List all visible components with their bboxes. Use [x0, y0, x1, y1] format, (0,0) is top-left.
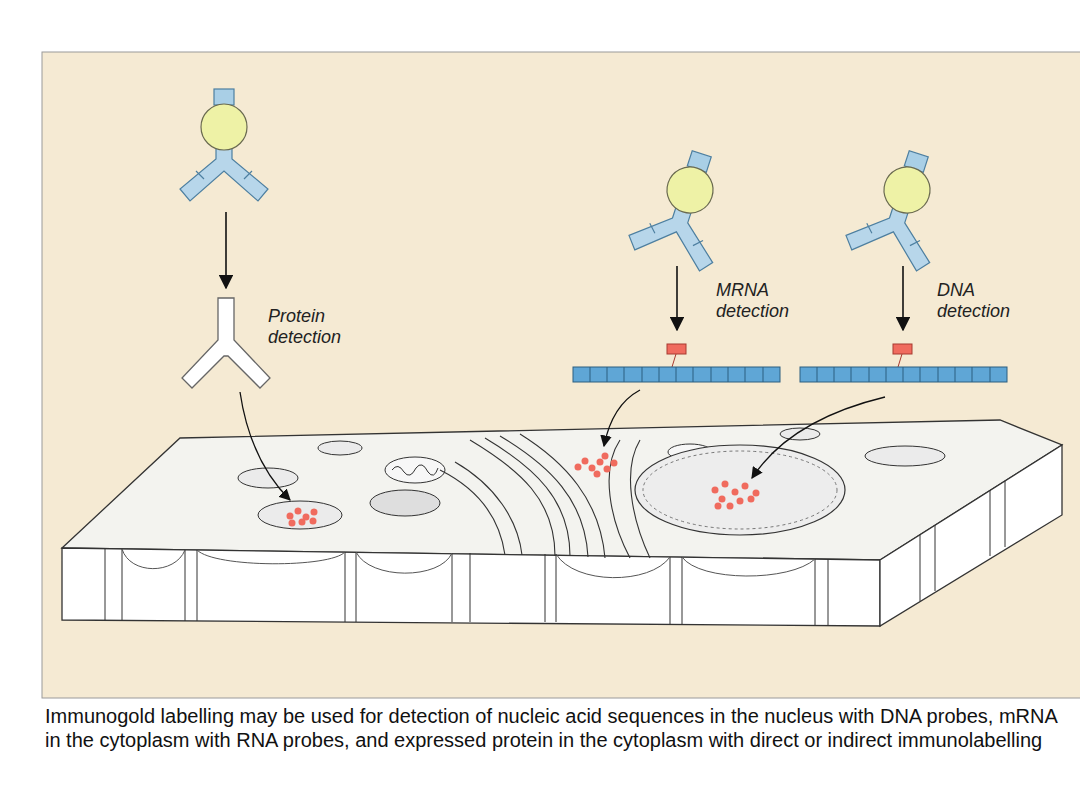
- background-panel: [42, 52, 1080, 698]
- probe-link: [672, 354, 676, 367]
- nucleus: [635, 445, 845, 535]
- vesicle: [370, 490, 440, 516]
- detection-label: Protein detection: [268, 306, 363, 348]
- probe-segments: [590, 367, 763, 382]
- gold-dot: [582, 458, 589, 465]
- probe-tag: [667, 344, 686, 354]
- label-box: DNA detection: [937, 280, 1032, 322]
- gold-dot: [604, 466, 611, 473]
- gold-dot: [597, 459, 604, 466]
- gold-dot: [611, 460, 618, 467]
- target-arrow: [752, 397, 885, 478]
- gold-dot: [742, 483, 749, 490]
- golgi-er: [440, 434, 650, 558]
- vesicle: [318, 441, 362, 455]
- gold-dot: [737, 498, 744, 505]
- gold-dot: [295, 508, 302, 515]
- mitochondrion: [385, 457, 445, 483]
- caption-box: Immunogold labelling may be used for det…: [45, 704, 1075, 752]
- gold-dots: [287, 453, 760, 527]
- cristae: [392, 465, 438, 475]
- gold-dot: [289, 520, 296, 527]
- arrow: [902, 266, 904, 330]
- label-box: Protein detection: [268, 306, 363, 348]
- probe-tag: [893, 344, 912, 354]
- label-box: MRNA detection: [716, 280, 811, 322]
- gold-dot: [719, 496, 726, 503]
- protein-granule: [258, 501, 342, 529]
- detection-label: DNA detection: [937, 280, 1032, 322]
- gold-antibody: [625, 140, 743, 274]
- gold-dot: [753, 490, 760, 497]
- probe-segments: [817, 367, 990, 382]
- gold-dot: [748, 496, 755, 503]
- gold-dot: [310, 518, 317, 525]
- gold-dot: [311, 509, 318, 516]
- cell-top-face: [62, 420, 1062, 560]
- figure-caption: Immunogold labelling may be used for det…: [45, 704, 1075, 752]
- arrow: [225, 212, 227, 288]
- gold-dot: [287, 513, 294, 520]
- gold-dot: [732, 489, 739, 496]
- vesicle: [780, 428, 820, 440]
- probe-link: [898, 354, 902, 367]
- vesicle: [865, 446, 945, 466]
- gold-dot: [712, 487, 719, 494]
- target-arrow: [604, 390, 640, 446]
- membrane-folds: [122, 549, 815, 578]
- gold-dot: [722, 481, 729, 488]
- gold-dot: [575, 464, 582, 471]
- nuclear-envelope: [643, 451, 837, 529]
- dna-probe: [800, 367, 1007, 382]
- gold-antibody: [842, 140, 960, 274]
- gold-dot: [594, 471, 601, 478]
- target-arrow: [240, 392, 290, 500]
- gold-dot: [602, 453, 609, 460]
- detection-label: MRNA detection: [716, 280, 811, 322]
- gold-dot: [727, 503, 734, 510]
- rna-probe: [573, 367, 780, 382]
- gold-dot: [715, 503, 722, 510]
- gold-antibody: [180, 89, 268, 201]
- primary-antibody: [182, 298, 270, 388]
- cell-side-face: [880, 445, 1062, 626]
- gold-dot: [299, 519, 306, 526]
- gold-dot: [589, 465, 596, 472]
- arrow: [676, 266, 678, 330]
- vesicle: [238, 468, 298, 488]
